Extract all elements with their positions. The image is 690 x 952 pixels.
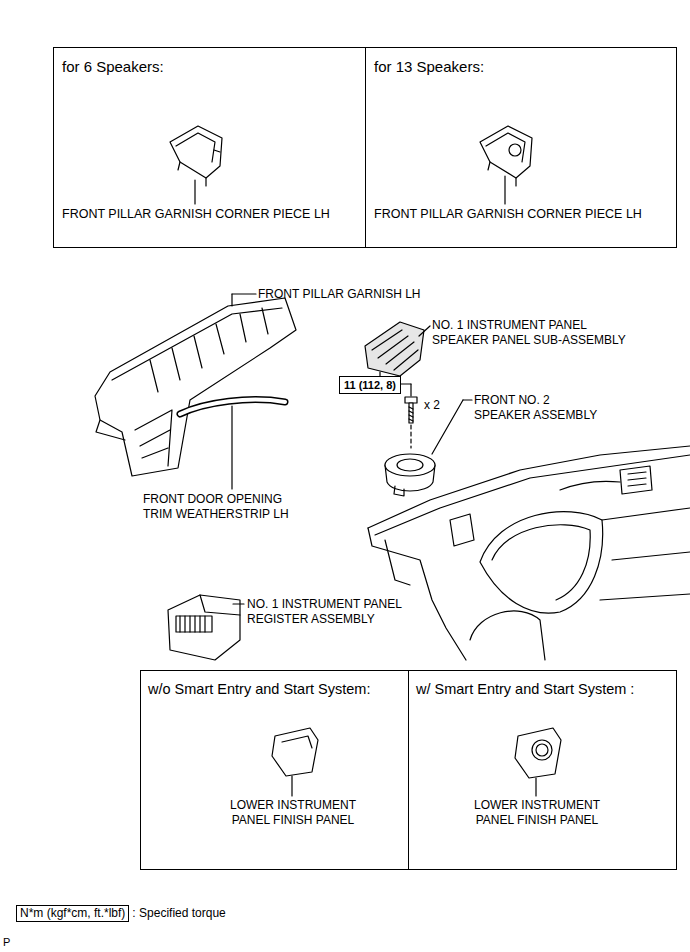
box-text: N*m (kgf*cm, ft.*lbf) (20, 906, 125, 921)
part-name: NO. 1 INSTRUMENT PANEL REGISTER ASSEMBLY (247, 597, 412, 627)
speaker-panel-drawing (365, 322, 430, 384)
finish-panel-drawing (515, 728, 561, 796)
speaker-drawing (385, 400, 472, 496)
variant-cell: w/ Smart Entry and Start System : LOWER I… (408, 670, 677, 870)
weatherstrip-drawing (180, 400, 285, 489)
cell-heading: w/ Smart Entry and Start System : (416, 680, 634, 698)
bolt-drawing (401, 384, 417, 448)
variant-cell: w/o Smart Entry and Start System: LOWER I… (140, 670, 409, 870)
box-text: 11 (112, 8) (344, 378, 396, 392)
finish-panel-drawing (272, 728, 318, 796)
part-name: FRONT PILLAR GARNISH CORNER PIECE LH (62, 206, 330, 222)
register-drawing (168, 595, 244, 660)
corner-piece-drawing (170, 126, 222, 204)
figure-code: P (3, 935, 10, 950)
part-name: LOWER INSTRUMENT PANEL FINISH PANEL (223, 798, 363, 828)
torque-legend-box: N*m (kgf*cm, ft.*lbf) (16, 905, 129, 922)
part-name: FRONT DOOR OPENING TRIM WEATHERSTRIP LH (143, 492, 308, 522)
quantity: x 2 (424, 398, 440, 413)
part-name: FRONT PILLAR GARNISH CORNER PIECE LH (374, 206, 642, 222)
cell-heading: w/o Smart Entry and Start System: (148, 680, 370, 698)
variant-cell: for 6 Speakers: FRONT PILLAR GARNISH CORN… (53, 47, 366, 248)
part-name: LOWER INSTRUMENT PANEL FINISH PANEL (467, 798, 607, 828)
pillar-garnish-drawing (95, 294, 296, 476)
instrument-panel-drawing (368, 446, 690, 660)
torque-box: 11 (112, 8) (339, 376, 401, 394)
cell-heading: for 6 Speakers: (62, 57, 164, 76)
cell-heading: for 13 Speakers: (374, 57, 484, 76)
part-name: FRONT PILLAR GARNISH LH (258, 287, 420, 302)
variant-cell: for 13 Speakers: FRONT PILLAR GARNISH COR… (365, 47, 677, 248)
corner-piece-drawing (480, 126, 532, 204)
part-name: FRONT NO. 2 SPEAKER ASSEMBLY (474, 393, 604, 423)
legend-text: : Specified torque (132, 906, 225, 921)
part-name: NO. 1 INSTRUMENT PANEL SPEAKER PANEL SUB… (432, 318, 640, 348)
